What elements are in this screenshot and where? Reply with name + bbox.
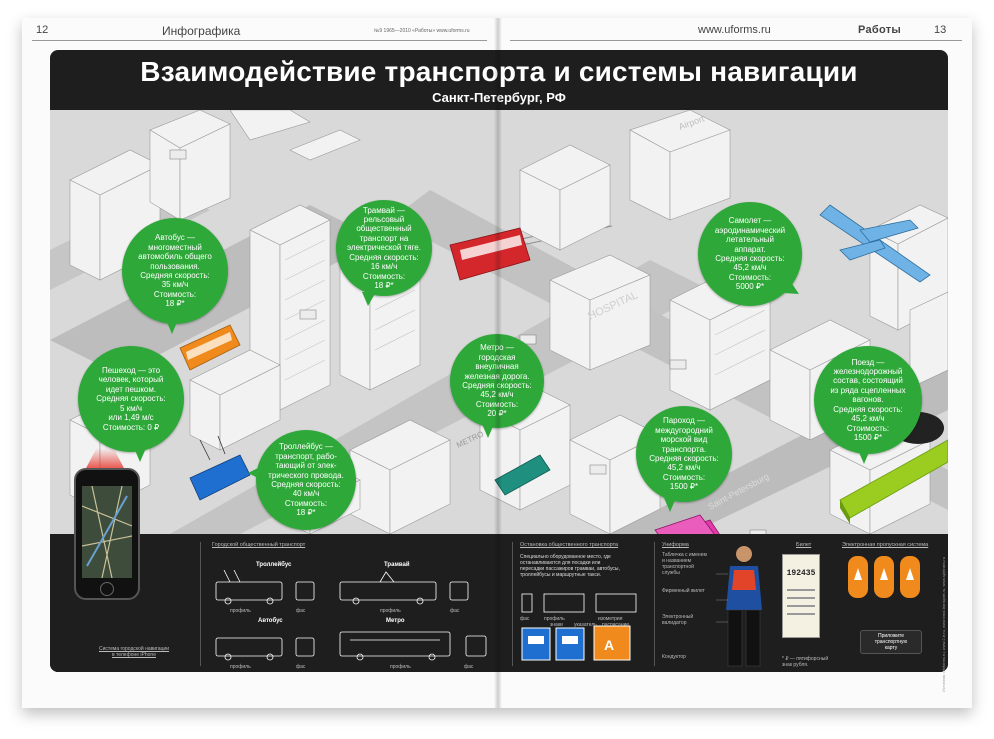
phone-map-screen <box>82 486 132 578</box>
right-page-number: 13 <box>934 24 947 36</box>
left-header-rule <box>32 40 487 41</box>
right-url[interactable]: www.uforms.ru <box>698 24 771 36</box>
vehicle-silhouettes <box>215 570 487 661</box>
bottom-info-strip: Система городской навигации в телефоне i… <box>50 534 948 672</box>
stop-view-isometric: изометрия <box>598 616 623 622</box>
bubble-ship: Пароход — междугородний морской вид тран… <box>636 406 732 512</box>
pass-system-title: Электронная пропускная система <box>842 542 929 548</box>
bubble-bus: Автобус — многоместный автомобиль общего… <box>122 218 228 334</box>
divider-3 <box>654 542 655 666</box>
apply-card-caption: Приложите транспортную карту <box>860 630 922 654</box>
stop-pointer-label: указатель <box>574 622 597 628</box>
stop-title: Остановка общественного транспорта <box>520 542 619 548</box>
view-label-front-2: фас <box>450 608 460 614</box>
phone-caption: Система городской навигации в телефоне i… <box>98 646 170 658</box>
vehicle-name-tram: Трамвай <box>384 562 410 568</box>
uniform-label-vest: Фирменный жилет <box>662 588 705 594</box>
conductor-figure <box>716 546 762 667</box>
svg-text:A: A <box>604 637 614 653</box>
bubble-metro: Метро — городская внеуличная железная до… <box>450 334 544 438</box>
isometric-city-illustration: HOSPITAL Airport Saint-Petersburg METRO … <box>50 110 948 534</box>
view-label-profile-3: профиль <box>230 664 251 670</box>
public-transport-title: Городской общественный транспорт <box>212 542 306 548</box>
divider-2 <box>512 542 513 666</box>
left-section-title: Инфографика <box>162 24 241 38</box>
vehicle-name-metro: Метро <box>386 618 405 624</box>
view-label-profile-4: профиль <box>390 664 411 670</box>
ruble-sign-note: * ₽ — пятифорсный знак рубля. <box>782 656 829 668</box>
pass-terminals <box>848 556 920 598</box>
stop-signs-label: знаки <box>550 622 563 628</box>
infographic-subtitle: Санкт-Петербург, РФ <box>432 90 566 105</box>
view-label-profile-1: профиль <box>230 608 251 614</box>
view-label-front-3: фас <box>296 664 306 670</box>
view-label-front-4: фас <box>464 664 474 670</box>
left-small-print: №9 1965—2010 «Работы» www.uforms.ru <box>374 28 470 34</box>
bubble-trolleybus: Троллейбус — транспорт, рабо- тающий от … <box>248 430 356 530</box>
ticket-title: Билет <box>796 542 812 548</box>
bubble-train: Поезд — железнодорожный состав, состоящи… <box>814 346 922 464</box>
vehicle-name-trolleybus: Троллейбус <box>256 562 292 568</box>
credits-text: Источник: ufoforms.ru, www.2-tr.ru, www.… <box>940 557 946 692</box>
uniform-title: Униформа <box>662 542 689 548</box>
phone-map <box>82 486 132 578</box>
view-label-front-1: фас <box>296 608 306 614</box>
magazine-spread: 12 Инфографика №9 1965—2010 «Работы» www… <box>22 18 972 708</box>
bubble-plane: Самолет — аэродинамический летательный а… <box>698 202 802 306</box>
credits-vertical: Источник: ufoforms.ru, www.2-tr.ru, www.… <box>910 557 946 692</box>
infographic-title: Взаимодействие транспорта и системы нави… <box>140 56 858 87</box>
bubble-tram: Трамвай — рельсовый общественный транспо… <box>336 200 432 306</box>
stop-illustrations: A <box>521 593 637 661</box>
phone-home-button <box>100 582 114 596</box>
stop-description: Специально оборудованное место, где оста… <box>520 554 620 578</box>
uniform-label-validator: Электронный валидатор <box>662 614 694 626</box>
stop-view-profile: профиль <box>544 616 565 622</box>
view-label-profile-2: профиль <box>380 608 401 614</box>
ticket: 192435 <box>782 554 820 638</box>
uniform-label-badge: Табличка с именем и названием транспортн… <box>662 552 707 576</box>
bubble-pedestrian: Пешеход — это человек, который идет пешк… <box>78 346 184 462</box>
right-header-rule <box>510 40 962 41</box>
vehicle-name-bus: Автобус <box>258 618 283 624</box>
stop-schedule-label: расписание <box>602 622 630 628</box>
magazine-logo: Работы <box>858 24 902 36</box>
ticket-number: 192435 <box>786 569 816 578</box>
divider-1 <box>200 542 201 666</box>
left-page-number: 12 <box>36 24 49 36</box>
iphone-device <box>74 468 140 600</box>
uniform-label-conductor: Кондуктор <box>662 654 686 660</box>
stop-view-front: фас <box>520 616 530 622</box>
infographic-panel: Взаимодействие транспорта и системы нави… <box>50 50 948 672</box>
